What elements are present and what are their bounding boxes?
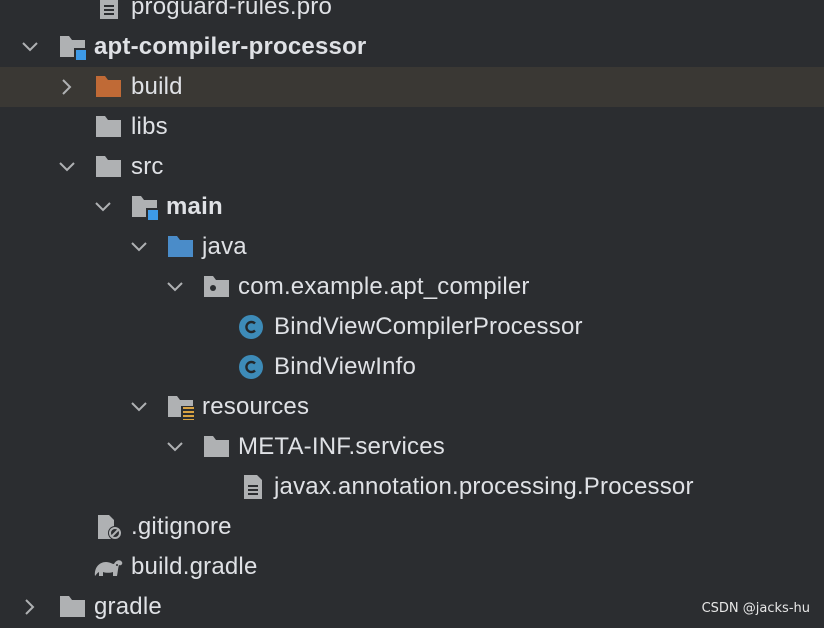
- folder-icon: [58, 594, 88, 620]
- tree-item-meta-inf-folder[interactable]: META-INF.services: [0, 427, 824, 467]
- tree-item-label: src: [131, 153, 164, 180]
- tree-item-label: proguard-rules.pro: [131, 0, 333, 20]
- file-text-icon: [96, 0, 126, 20]
- tree-item-gradle-folder[interactable]: gradle: [0, 587, 824, 627]
- class-icon: [237, 354, 267, 380]
- module-folder-icon: [58, 34, 88, 60]
- tree-item-label: BindViewCompilerProcessor: [274, 313, 583, 340]
- chevron-right-icon[interactable]: [57, 77, 77, 97]
- resources-folder-icon: [166, 394, 196, 420]
- chevron-right-icon[interactable]: [20, 597, 40, 617]
- tree-item-label: javax.annotation.processing.Processor: [274, 473, 694, 500]
- package-icon: [202, 274, 232, 300]
- tree-item-label: java: [202, 233, 247, 260]
- tree-item-main-folder[interactable]: main: [0, 187, 824, 227]
- chevron-down-icon[interactable]: [165, 277, 185, 297]
- tree-item-label: gradle: [94, 593, 162, 620]
- chevron-down-icon[interactable]: [129, 237, 149, 257]
- tree-item-resources-folder[interactable]: resources: [0, 387, 824, 427]
- file-text-icon: [238, 474, 268, 500]
- chevron-down-icon[interactable]: [93, 197, 113, 217]
- class-icon: [237, 314, 267, 340]
- watermark-text: CSDN @jacks-hu: [701, 601, 810, 616]
- folder-icon: [94, 154, 124, 180]
- tree-item-label: .gitignore: [131, 513, 232, 540]
- tree-item-proguard-rules[interactable]: proguard-rules.pro: [0, 0, 824, 27]
- tree-item-apt-compiler-processor[interactable]: apt-compiler-processor: [0, 27, 824, 67]
- tree-item-package[interactable]: com.example.apt_compiler: [0, 267, 824, 307]
- tree-item-libs-folder[interactable]: libs: [0, 107, 824, 147]
- source-set-folder-icon: [130, 194, 160, 220]
- tree-item-label: BindViewInfo: [274, 353, 417, 380]
- tree-item-label: apt-compiler-processor: [94, 33, 367, 60]
- tree-item-java-folder[interactable]: java: [0, 227, 824, 267]
- folder-icon: [94, 114, 124, 140]
- tree-item-label: libs: [131, 113, 168, 140]
- tree-item-build-gradle[interactable]: build.gradle: [0, 547, 824, 587]
- tree-item-class[interactable]: BindViewInfo: [0, 347, 824, 387]
- folder-icon: [202, 434, 232, 460]
- ignore-file-icon: [94, 514, 124, 540]
- tree-item-build-folder[interactable]: build: [0, 67, 824, 107]
- tree-item-label: com.example.apt_compiler: [238, 273, 530, 300]
- tree-item-label: resources: [202, 393, 310, 420]
- tree-item-class[interactable]: BindViewCompilerProcessor: [0, 307, 824, 347]
- tree-item-processor-file[interactable]: javax.annotation.processing.Processor: [0, 467, 824, 507]
- tree-item-label: META-INF.services: [238, 433, 445, 460]
- tree-item-label: build: [131, 73, 183, 100]
- chevron-down-icon[interactable]: [20, 37, 40, 57]
- tree-item-label: build.gradle: [131, 553, 258, 580]
- tree-item-gitignore[interactable]: .gitignore: [0, 507, 824, 547]
- tree-item-label: main: [166, 193, 223, 220]
- gradle-elephant-icon: [92, 554, 123, 580]
- tree-item-src-folder[interactable]: src: [0, 147, 824, 187]
- source-root-folder-icon: [166, 234, 196, 260]
- chevron-down-icon[interactable]: [129, 397, 149, 417]
- chevron-down-icon[interactable]: [57, 157, 77, 177]
- excluded-folder-icon: [94, 74, 124, 100]
- chevron-down-icon[interactable]: [165, 437, 185, 457]
